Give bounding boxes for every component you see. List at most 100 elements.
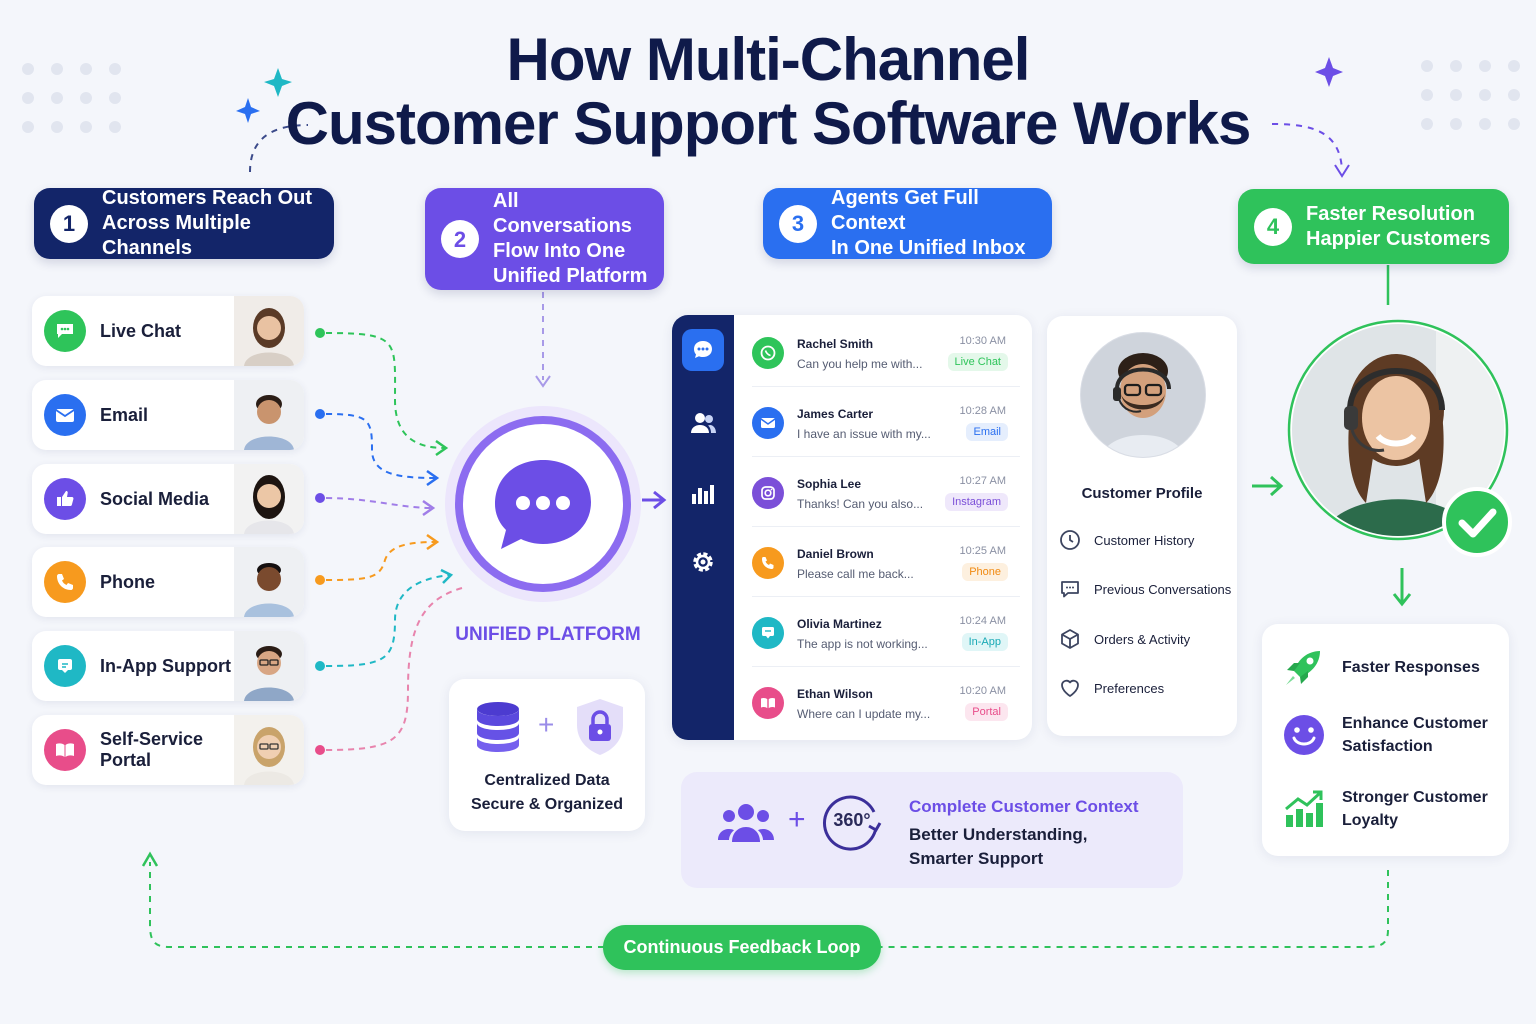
sparkle-icon (236, 98, 260, 123)
page-title: How Multi-Channel Customer Support Softw… (0, 28, 1536, 156)
channel-tag: Phone (962, 563, 1008, 581)
profile-item-preferences[interactable]: Preferences (1058, 676, 1164, 700)
plus-sign: + (788, 803, 806, 836)
title-line-1: How Multi-Channel (506, 26, 1031, 93)
refresh-360-icon (822, 795, 882, 851)
lock-shield-icon (577, 699, 623, 755)
contact-name: James Carter (797, 407, 874, 421)
channel-self-service-portal[interactable]: Self-Service Portal (32, 715, 304, 785)
message-square-icon (44, 645, 86, 687)
chat-bubble-icon (44, 310, 86, 352)
book-icon (752, 687, 784, 719)
profile-item-previous-conversations[interactable]: Previous Conversations (1058, 577, 1231, 601)
step-text: Flow Into One (493, 240, 626, 262)
step-text: Customers Reach Out (102, 187, 313, 209)
message-time: 10:30 AM (959, 335, 1006, 347)
outcome-text: Faster Responses (1342, 658, 1480, 676)
channel-tag: In-App (961, 633, 1008, 651)
step-number: 2 (441, 220, 479, 258)
avatar (234, 715, 304, 785)
step-number: 4 (1254, 207, 1292, 246)
message-preview: Where can I update my... (797, 707, 931, 721)
database-icon (477, 702, 519, 752)
contact-name: Sophia Lee (797, 477, 862, 491)
channel-label: Self-Service Portal (100, 729, 204, 770)
inbox-row-ethan-wilson[interactable]: Ethan Wilson Where can I update my... 10… (752, 667, 1020, 737)
step-number: 1 (50, 204, 88, 243)
contact-name: Olivia Martinez (797, 617, 882, 631)
unified-platform-hub[interactable] (443, 404, 643, 604)
step-text: Unified Platform (493, 265, 648, 287)
inbox-row-rachel-smith[interactable]: Rachel Smith Can you help me with... 10:… (752, 317, 1020, 387)
instagram-icon (752, 477, 784, 509)
decorative-dots-right (1421, 60, 1520, 130)
unified-inbox-panel (672, 315, 1032, 740)
inbox-row-olivia-martinez[interactable]: Olivia Martinez The app is not working..… (752, 597, 1020, 667)
smiley-icon (1284, 715, 1324, 755)
customer-context-line-1: Better Understanding, (909, 825, 1088, 844)
step-1-badge: 1 Customers Reach Out Across Multiple Ch… (34, 187, 334, 259)
thumbs-up-icon (44, 478, 86, 520)
step-2-badge: 2 All Conversations Flow Into One Unifie… (425, 188, 664, 290)
message-time: 10:24 AM (959, 615, 1006, 627)
channel-live-chat[interactable]: Live Chat (32, 296, 304, 366)
avatar (234, 631, 304, 701)
profile-item-customer-history[interactable]: Customer History (1058, 528, 1194, 552)
inbox-row-james-carter[interactable]: James Carter I have an issue with my... … (752, 387, 1020, 457)
channel-tag: Email (966, 423, 1008, 441)
channel-social-media[interactable]: Social Media (32, 464, 304, 534)
envelope-icon (44, 394, 86, 436)
step-text: Faster Resolution (1306, 202, 1475, 225)
outcome-text: Satisfaction (1342, 738, 1433, 755)
avatar (234, 380, 304, 450)
channel-tag: Portal (965, 703, 1008, 721)
outcome-stronger-loyalty: Stronger Customer Loyalty (1282, 786, 1488, 832)
avatar (234, 296, 304, 366)
rocket-icon (1286, 651, 1320, 685)
sidebar-chat-button[interactable] (682, 329, 724, 371)
channel-email[interactable]: Email (32, 380, 304, 450)
profile-item-label: Orders & Activity (1094, 631, 1191, 647)
channel-in-app-support[interactable]: In-App Support (32, 631, 304, 701)
customer-context-title: Complete Customer Context (909, 797, 1139, 816)
profile-item-orders-activity[interactable]: Orders & Activity (1058, 627, 1190, 651)
outcome-text: Loyalty (1342, 812, 1399, 829)
channel-label: Social Media (100, 488, 210, 509)
message-preview: Can you help me with... (797, 357, 923, 371)
inbox-row-daniel-brown[interactable]: Daniel Brown Please call me back... 10:2… (752, 527, 1020, 597)
feedback-loop-pill: Continuous Feedback Loop (603, 925, 881, 970)
step-text: All Conversations (493, 190, 632, 237)
channel-label: Live Chat (100, 320, 182, 341)
inbox-sidebar (672, 315, 734, 740)
gear-icon[interactable] (689, 548, 717, 576)
step-number: 3 (779, 204, 817, 243)
message-time: 10:27 AM (959, 475, 1006, 487)
inbox-row-sophia-lee[interactable]: Sophia Lee Thanks! Can you also... 10:27… (752, 457, 1020, 527)
contact-name: Ethan Wilson (797, 687, 873, 701)
chat-bubble-icon (694, 341, 712, 358)
bar-chart-icon[interactable] (690, 482, 716, 506)
message-time: 10:28 AM (959, 405, 1006, 417)
heart-icon (1061, 679, 1079, 697)
phone-icon (44, 561, 86, 603)
channel-label: Phone (100, 571, 156, 592)
centralized-data-card: + Centralized Data Secure & Organized (449, 679, 645, 831)
centralized-data-line: Centralized Data (484, 772, 610, 789)
unified-platform-label: UNIFIED PLATFORM (455, 624, 641, 645)
message-preview: Thanks! Can you also... (797, 497, 924, 511)
centralized-data-line: Secure & Organized (470, 796, 624, 813)
phone-icon (752, 547, 784, 579)
outcome-faster-responses: Faster Responses (1282, 645, 1480, 689)
message-preview: The app is not working... (797, 637, 928, 651)
centralized-data-text: Centralized Data Secure & Organized (449, 769, 645, 817)
package-icon (1061, 629, 1079, 649)
users-icon[interactable] (689, 411, 717, 435)
channel-phone[interactable]: Phone (32, 547, 304, 617)
chat-bubble-icon (1061, 581, 1079, 598)
profile-item-label: Customer History (1094, 532, 1195, 548)
feedback-loop-label: Continuous Feedback Loop (623, 937, 861, 957)
check-circle-icon (1442, 487, 1512, 557)
avatar (234, 464, 304, 534)
outcome-enhance-satisfaction: Enhance Customer Satisfaction (1282, 712, 1488, 758)
channel-label: Email (100, 404, 149, 425)
